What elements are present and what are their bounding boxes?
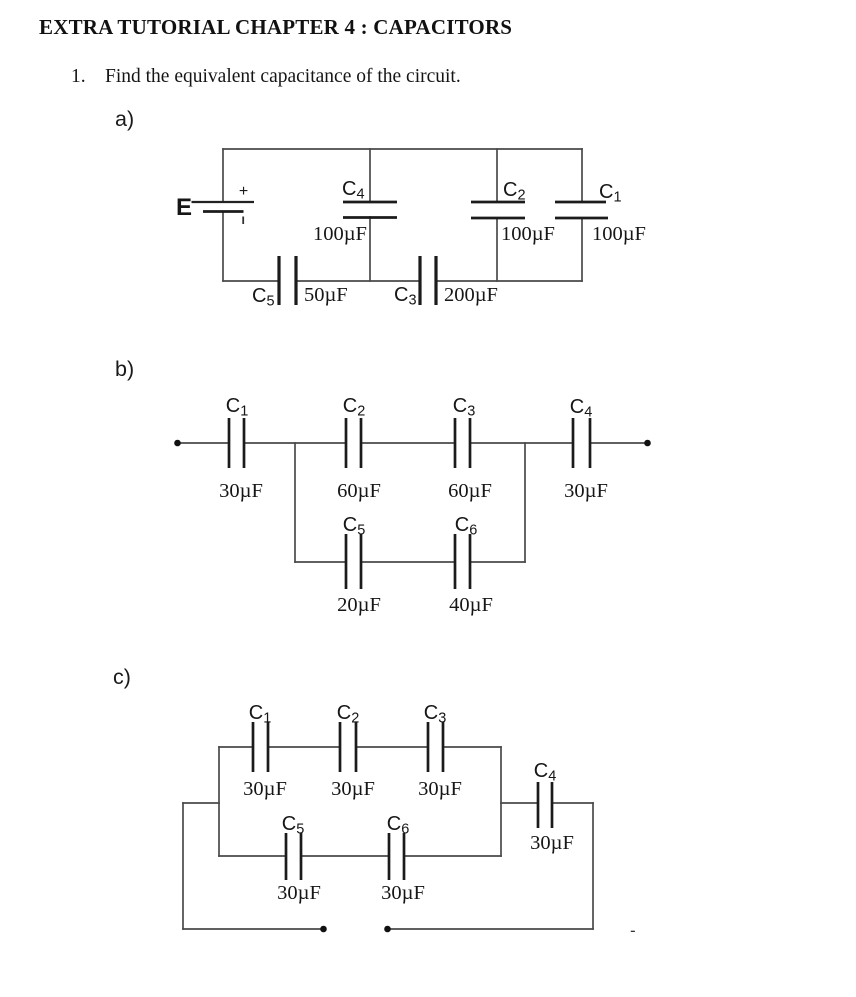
capacitor-value: 50µF: [304, 284, 348, 306]
capacitor-c-c4: C4 30µF: [530, 760, 574, 854]
capacitor-label: C5: [282, 813, 305, 838]
capacitor-label: C4: [570, 396, 593, 421]
capacitor-label: C5: [252, 285, 275, 310]
capacitor-label: C6: [387, 813, 410, 838]
capacitor-c-c3: C3 30µF: [418, 702, 462, 800]
section-label-c: c): [113, 665, 131, 689]
capacitor-a-c1: C1 100µF: [555, 181, 646, 245]
capacitor-c-c6: C6 30µF: [381, 813, 425, 904]
capacitor-label: C1: [599, 181, 622, 206]
capacitor-label: C2: [343, 395, 366, 420]
circuit-c: c) -: [113, 665, 636, 940]
capacitor-label: C4: [342, 178, 365, 203]
battery-plus-sign: +: [239, 183, 248, 200]
circuit-b-wires: [179, 442, 646, 563]
capacitor-value: 40µF: [449, 594, 493, 616]
document-title: EXTRA TUTORIAL CHAPTER 4 : CAPACITORS: [39, 15, 513, 39]
circuit-a: a) + E: [115, 107, 646, 310]
capacitor-value: 20µF: [337, 594, 381, 616]
battery-label: E: [176, 194, 192, 221]
circuit-b: b) C1 30µF: [115, 357, 651, 616]
capacitor-b-c6: C6 40µF: [449, 514, 493, 616]
battery-e: + E: [176, 183, 254, 224]
capacitor-value: 60µF: [337, 480, 381, 502]
capacitor-label: C2: [503, 179, 526, 204]
capacitor-label: C2: [337, 702, 360, 727]
minus-mark: -: [630, 921, 636, 940]
capacitor-b-c2: C2 60µF: [337, 395, 381, 502]
section-label-b: b): [115, 357, 134, 381]
capacitor-value: 30µF: [381, 882, 425, 904]
capacitor-label: C3: [453, 395, 476, 420]
terminal-node-left: [320, 925, 327, 933]
capacitor-value: 30µF: [331, 778, 375, 800]
capacitor-a-c5: C5 50µF: [252, 256, 348, 310]
capacitor-label: C6: [455, 514, 478, 539]
circuit-c-wires: [182, 746, 594, 930]
capacitor-value: 30µF: [219, 480, 263, 502]
capacitor-c-c5: C5 30µF: [277, 813, 321, 904]
question-text: Find the equivalent capacitance of the c…: [105, 66, 461, 87]
capacitor-c-c1: C1 30µF: [243, 702, 287, 800]
capacitor-b-c4: C4 30µF: [564, 396, 608, 502]
terminal-node-right: [644, 439, 651, 447]
capacitor-value: 30µF: [418, 778, 462, 800]
terminal-node-right: [384, 925, 391, 933]
capacitor-label: C4: [534, 760, 557, 785]
capacitor-value: 30µF: [277, 882, 321, 904]
capacitor-value: 100µF: [501, 223, 555, 245]
capacitor-value: 100µF: [313, 223, 367, 245]
question-number: 1.: [71, 66, 86, 87]
circuit-a-wires: [222, 148, 583, 282]
capacitor-value: 30µF: [530, 832, 574, 854]
capacitor-label: C3: [424, 702, 447, 727]
terminal-node-left: [174, 439, 181, 447]
capacitor-c-c2: C2 30µF: [331, 702, 375, 800]
capacitor-b-c3: C3 60µF: [448, 395, 492, 502]
section-label-a: a): [115, 107, 134, 131]
capacitor-label: C5: [343, 514, 366, 539]
capacitor-a-c4: C4 100µF: [313, 178, 397, 245]
capacitor-value: 100µF: [592, 223, 646, 245]
capacitor-value: 30µF: [243, 778, 287, 800]
capacitor-b-c5: C5 20µF: [337, 514, 381, 616]
capacitor-value: 30µF: [564, 480, 608, 502]
capacitor-a-c3: C3 200µF: [394, 256, 498, 309]
capacitor-b-c1: C1 30µF: [219, 395, 263, 502]
capacitor-value: 60µF: [448, 480, 492, 502]
capacitor-value: 200µF: [444, 284, 498, 306]
capacitor-a-c2: C2 100µF: [471, 179, 555, 245]
capacitor-label: C1: [226, 395, 249, 420]
capacitor-label: C1: [249, 702, 272, 727]
capacitor-label: C3: [394, 284, 417, 309]
